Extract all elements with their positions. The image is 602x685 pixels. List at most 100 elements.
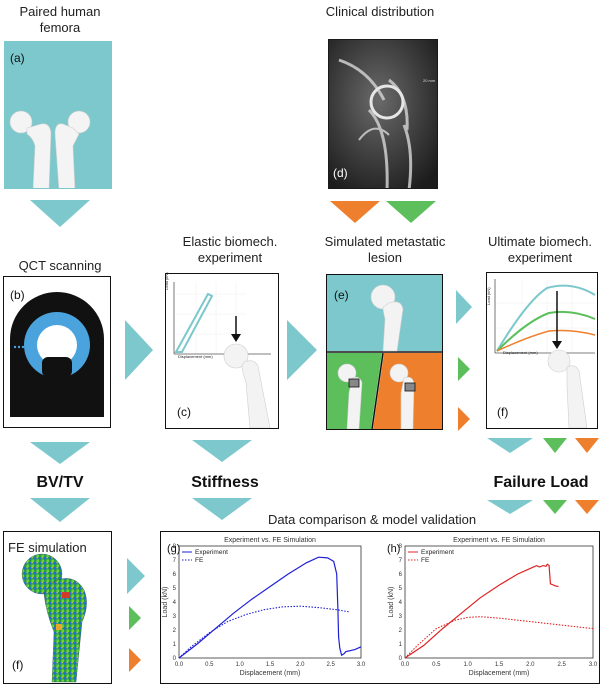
tag-f-fe: (f)	[12, 658, 24, 672]
x-axis-label: Displacement (mm)	[469, 670, 530, 677]
x-axis-label: Displacement (mm)	[240, 670, 301, 677]
y-tick-label: 2	[173, 628, 177, 634]
series-line-experiment	[178, 556, 362, 659]
tag-d: (d)	[333, 166, 348, 180]
x-tick-label: 0.0	[401, 662, 410, 668]
paired-femora-illustration	[9, 110, 91, 188]
arrow-down-elastic	[192, 440, 252, 462]
tag-b: (b)	[10, 288, 25, 302]
arrows-down-failure	[487, 500, 599, 514]
y-tick-label: 8	[399, 544, 403, 550]
arrow-down-bvtv	[30, 498, 90, 522]
panel-comparison: Experiment vs. FE Simulation 0.0 0.5 1.0 1.5…	[160, 531, 600, 684]
f-ylabel: Load (kN)	[486, 287, 491, 305]
comparison-charts: Experiment vs. FE Simulation 0.0 0.5 1.0 1.5…	[162, 537, 598, 677]
y-tick-label: 3	[399, 614, 403, 620]
clinical-title: Clinical distribution	[325, 4, 435, 19]
panel-elastic	[165, 273, 279, 429]
legend-label: Experiment	[421, 549, 454, 556]
y-tick-label: 7	[399, 558, 403, 564]
y-tick-label: 4	[173, 600, 177, 606]
y-axis-label: Load (kN)	[388, 587, 395, 618]
chart-title: Experiment vs. FE Simulation	[224, 537, 316, 544]
ct-scanner-icon	[10, 292, 104, 417]
chart-frame	[404, 545, 594, 659]
qct-title: QCT scanning	[18, 258, 102, 273]
panel-xray	[328, 39, 438, 189]
arrow-down-femora	[30, 200, 90, 227]
y-tick-label: 5	[399, 586, 403, 592]
xray-scale-text: 20 mm	[423, 78, 436, 83]
tag-c: (c)	[177, 405, 191, 419]
y-tick-label: 7	[173, 558, 177, 564]
panel-ultimate	[486, 272, 598, 429]
y-tick-label: 0	[399, 656, 403, 662]
lesion-illustration	[327, 275, 442, 429]
ultimate-experiment-illustration	[494, 279, 596, 428]
comparison-title: Data comparison & model validation	[267, 512, 477, 527]
y-tick-label: 1	[399, 642, 403, 648]
fe-title: FE simulation	[8, 540, 87, 555]
chart-tag: (g)	[167, 543, 180, 555]
x-tick-label: 1.5	[495, 662, 504, 668]
c-ylabel: Load (kN)	[164, 272, 169, 290]
x-tick-label: 0.5	[205, 662, 214, 668]
lesion-title: Simulated metastatic lesion	[324, 234, 446, 265]
series-line-fe	[178, 605, 349, 659]
elastic-experiment-illustration	[173, 282, 271, 428]
elastic-title: Elastic biomech. experiment	[182, 234, 278, 265]
x-tick-label: 2.5	[326, 662, 335, 668]
tag-a: (a)	[10, 51, 25, 65]
y-tick-label: 4	[399, 600, 403, 606]
y-tick-label: 0	[173, 656, 177, 662]
x-tick-label: 2.5	[557, 662, 566, 668]
x-tick-label: 3.0	[357, 662, 366, 668]
arrow-right-elastic	[287, 320, 317, 380]
legend-label: FE	[195, 557, 204, 564]
tag-e: (e)	[334, 288, 349, 302]
arrows-right-lesion	[456, 290, 472, 431]
xray-image	[329, 40, 437, 188]
x-tick-label: 0.0	[175, 662, 184, 668]
y-tick-label: 6	[173, 572, 177, 578]
arrow-right-qct	[125, 320, 153, 380]
ultimate-title: Ultimate biomech. experiment	[487, 234, 593, 265]
fe-mesh-illustration	[21, 553, 87, 683]
series-line-experiment	[404, 563, 559, 659]
tag-f-ultimate: (f)	[497, 405, 509, 419]
stiffness-label: Stiffness	[191, 474, 259, 491]
x-tick-label: 1.0	[463, 662, 472, 668]
x-tick-label: 1.0	[235, 662, 244, 668]
y-tick-label: 3	[173, 614, 177, 620]
y-tick-label: 2	[399, 628, 403, 634]
legend-label: FE	[421, 557, 430, 564]
femora-title: Paired human femora	[19, 4, 101, 35]
arrows-down-clinical	[330, 201, 436, 223]
chart-frame	[178, 545, 362, 659]
f-xlabel: Displacement (mm)	[503, 350, 538, 355]
legend-label: Experiment	[195, 549, 228, 556]
arrow-down-stiffness	[192, 498, 252, 520]
x-tick-label: 2.0	[296, 662, 305, 668]
bvtv-label: BV/TV	[36, 474, 84, 491]
arrow-down-qct	[30, 442, 90, 464]
x-tick-label: 2.0	[526, 662, 535, 668]
y-axis-label: Load (kN)	[162, 587, 169, 618]
y-tick-label: 5	[173, 586, 177, 592]
arrows-down-ultimate	[487, 438, 599, 453]
failure-load-label: Failure Load	[493, 474, 589, 491]
x-tick-label: 3.0	[589, 662, 598, 668]
panel-fe	[3, 531, 112, 684]
chart-title: Experiment vs. FE Simulation	[453, 537, 545, 544]
x-tick-label: 1.5	[266, 662, 275, 668]
c-xlabel: Displacement (mm)	[178, 354, 213, 359]
panel-lesion	[326, 274, 443, 430]
x-tick-label: 0.5	[432, 662, 441, 668]
y-tick-label: 8	[173, 544, 177, 550]
y-tick-label: 1	[173, 642, 177, 648]
arrows-right-fe	[127, 558, 145, 672]
y-tick-label: 6	[399, 572, 403, 578]
panel-qct	[3, 276, 111, 428]
panel-femora	[4, 41, 112, 189]
chart-tag: (h)	[387, 543, 400, 555]
